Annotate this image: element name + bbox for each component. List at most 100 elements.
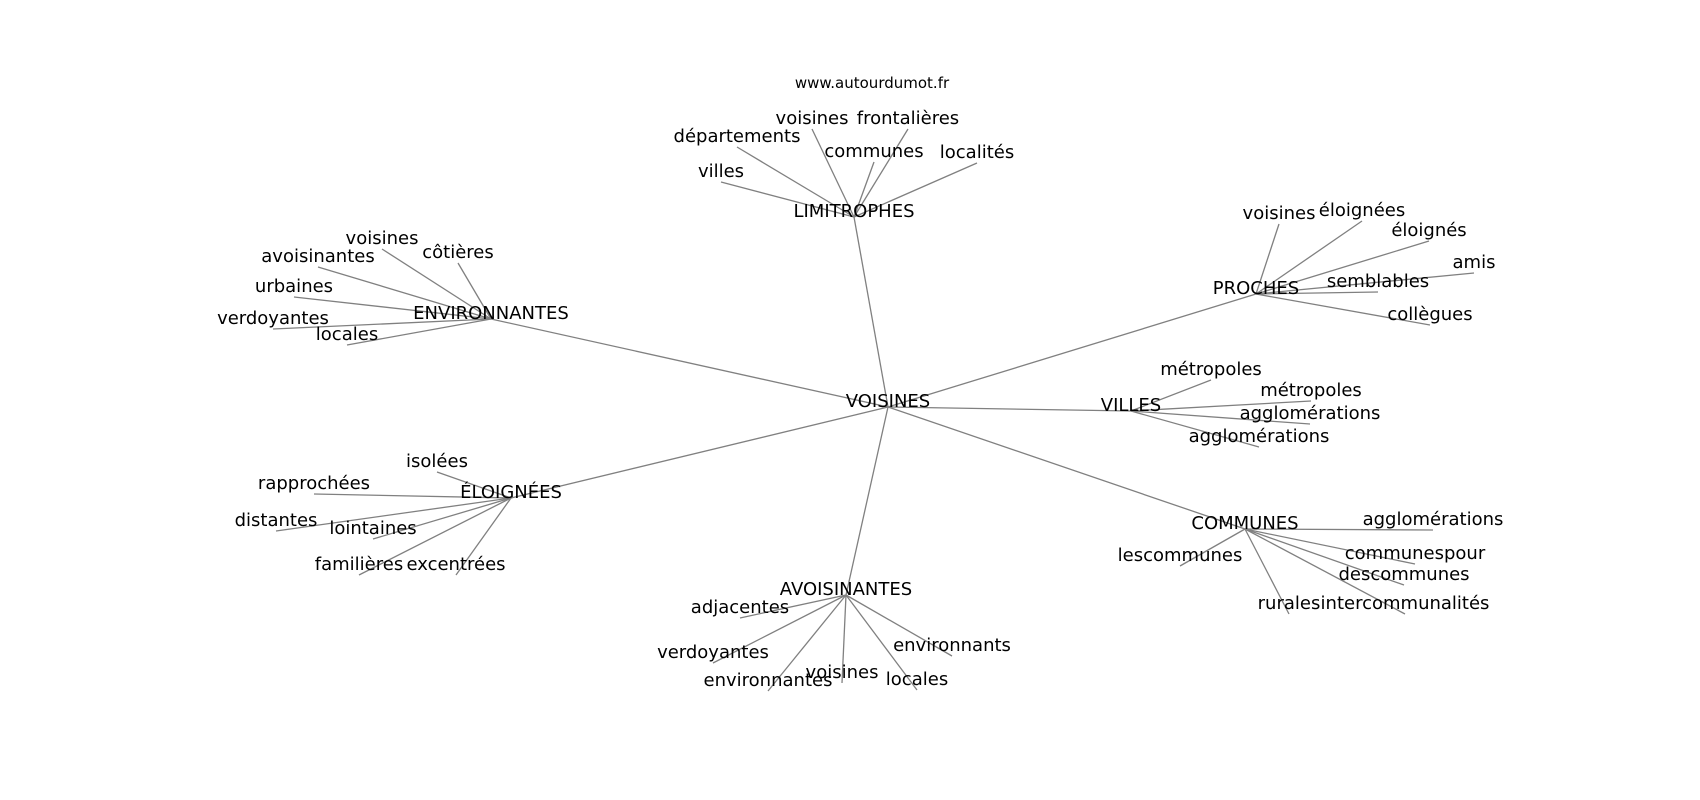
leaf-word: rapprochées [258,473,370,494]
leaf-word: verdoyantes [217,308,329,329]
leaf-word: communes [824,141,923,162]
leaf-word: semblables [1327,271,1429,292]
leaf-word: locales [316,324,378,345]
leaf-word: frontalières [857,108,959,129]
edge-center-to-hub [887,406,1132,412]
edge-hub-to-leaf [712,594,847,664]
leaf-word: isolées [406,451,468,472]
leaf-word: agglomérations [1363,509,1504,530]
edge-hub-to-leaf [455,497,512,576]
edge-hub-to-leaf [1255,272,1475,295]
leaf-word: voisines [806,662,879,683]
leaf-word: agglomérations [1240,403,1381,424]
edge-hub-to-leaf [372,497,512,540]
edge-hub-to-leaf [1130,410,1311,425]
leaf-word: verdoyantes [657,642,769,663]
hub-word: ÉLOIGNÉES [460,481,562,503]
edge-hub-to-leaf [457,262,492,320]
leaf-word: familières [315,554,403,575]
leaf-word: excentrées [406,554,505,575]
graph-edges [272,128,1475,692]
edge-hub-to-leaf [1244,528,1290,615]
leaf-word: communespour [1345,543,1486,564]
edge-hub-to-leaf [358,497,512,576]
edge-hub-to-leaf [853,128,909,218]
hub-word: ENVIRONNANTES [413,303,569,324]
edge-hub-to-leaf [853,162,978,218]
hub-word: VILLES [1101,395,1161,416]
leaf-word: intercommunalités [1321,593,1490,614]
edge-hub-to-leaf [1130,379,1212,412]
edge-hub-to-leaf [1255,293,1431,326]
edge-hub-to-leaf [272,318,492,330]
leaf-word: voisines [346,228,419,249]
leaf-word: locales [886,669,948,690]
leaf-word: environnantes [704,670,833,691]
edge-hub-to-leaf [1179,528,1246,567]
edge-center-to-hub [853,216,889,408]
edge-center-to-hub [845,406,889,596]
edge-hub-to-leaf [317,266,492,320]
graph-labels: www.autourdumot.fr voisines frontalières d… [217,74,1503,691]
edge-hub-to-leaf [720,181,855,218]
leaf-word: côtières [422,242,494,263]
hub-word: COMMUNES [1191,513,1298,534]
edge-center-to-hub [490,318,889,408]
leaf-word: distantes [235,510,318,531]
hub-word: PROCHES [1213,278,1299,299]
edge-hub-to-leaf [845,594,953,657]
edge-hub-to-leaf [739,594,847,619]
edge-hub-to-leaf [436,471,512,499]
leaf-word: voisines [1243,203,1316,224]
edge-hub-to-leaf [1244,528,1416,565]
edge-hub-to-leaf [313,493,512,499]
edge-hub-to-leaf [853,161,875,218]
leaf-word: descommunes [1338,564,1469,585]
leaf-word: lointaines [329,518,416,539]
edge-center-to-hub [887,293,1257,408]
source-url: www.autourdumot.fr [795,74,950,92]
edge-hub-to-leaf [845,594,918,691]
leaf-word: environnants [893,635,1011,656]
edge-hub-to-leaf [346,318,492,346]
edge-hub-to-leaf [381,248,492,320]
edge-hub-to-leaf [275,497,512,532]
hub-word: LIMITROPHES [793,201,914,222]
leaf-word: collègues [1387,304,1472,325]
edge-hub-to-leaf [1244,528,1434,531]
leaf-word: voisines [776,108,849,129]
edge-hub-to-leaf [811,128,855,218]
hub-word: AVOISINANTES [780,579,912,600]
edge-center-to-hub [510,406,889,499]
leaf-word: métropoles [1260,380,1362,401]
edge-hub-to-leaf [841,594,847,684]
leaf-word: éloignés [1391,220,1466,241]
leaf-word: éloignées [1319,200,1405,221]
leaf-word: villes [698,161,744,182]
edge-hub-to-leaf [1244,528,1405,586]
leaf-word: urbaines [255,276,333,297]
edge-center-to-hub [887,406,1246,530]
leaf-word: avoisinantes [261,246,374,267]
leaf-word: agglomérations [1189,426,1330,447]
leaf-word: départements [674,126,801,147]
edge-hub-to-leaf [1130,400,1312,412]
edge-hub-to-leaf [1130,410,1260,448]
edge-hub-to-leaf [1255,223,1280,295]
leaf-word: rurales [1258,593,1321,614]
edge-hub-to-leaf [767,594,847,692]
leaf-word: localités [940,142,1014,163]
leaf-word: adjacentes [691,597,789,618]
edge-hub-to-leaf [1255,220,1363,295]
edge-hub-to-leaf [736,146,855,218]
edge-hub-to-leaf [1255,291,1379,295]
center-word: VOISINES [846,391,930,412]
leaf-word: métropoles [1160,359,1262,380]
edge-hub-to-leaf [1244,528,1406,615]
edge-hub-to-leaf [1255,240,1430,295]
edge-hub-to-leaf [293,296,492,320]
leaf-word: lescommunes [1118,545,1243,566]
leaf-word: amis [1453,252,1496,273]
